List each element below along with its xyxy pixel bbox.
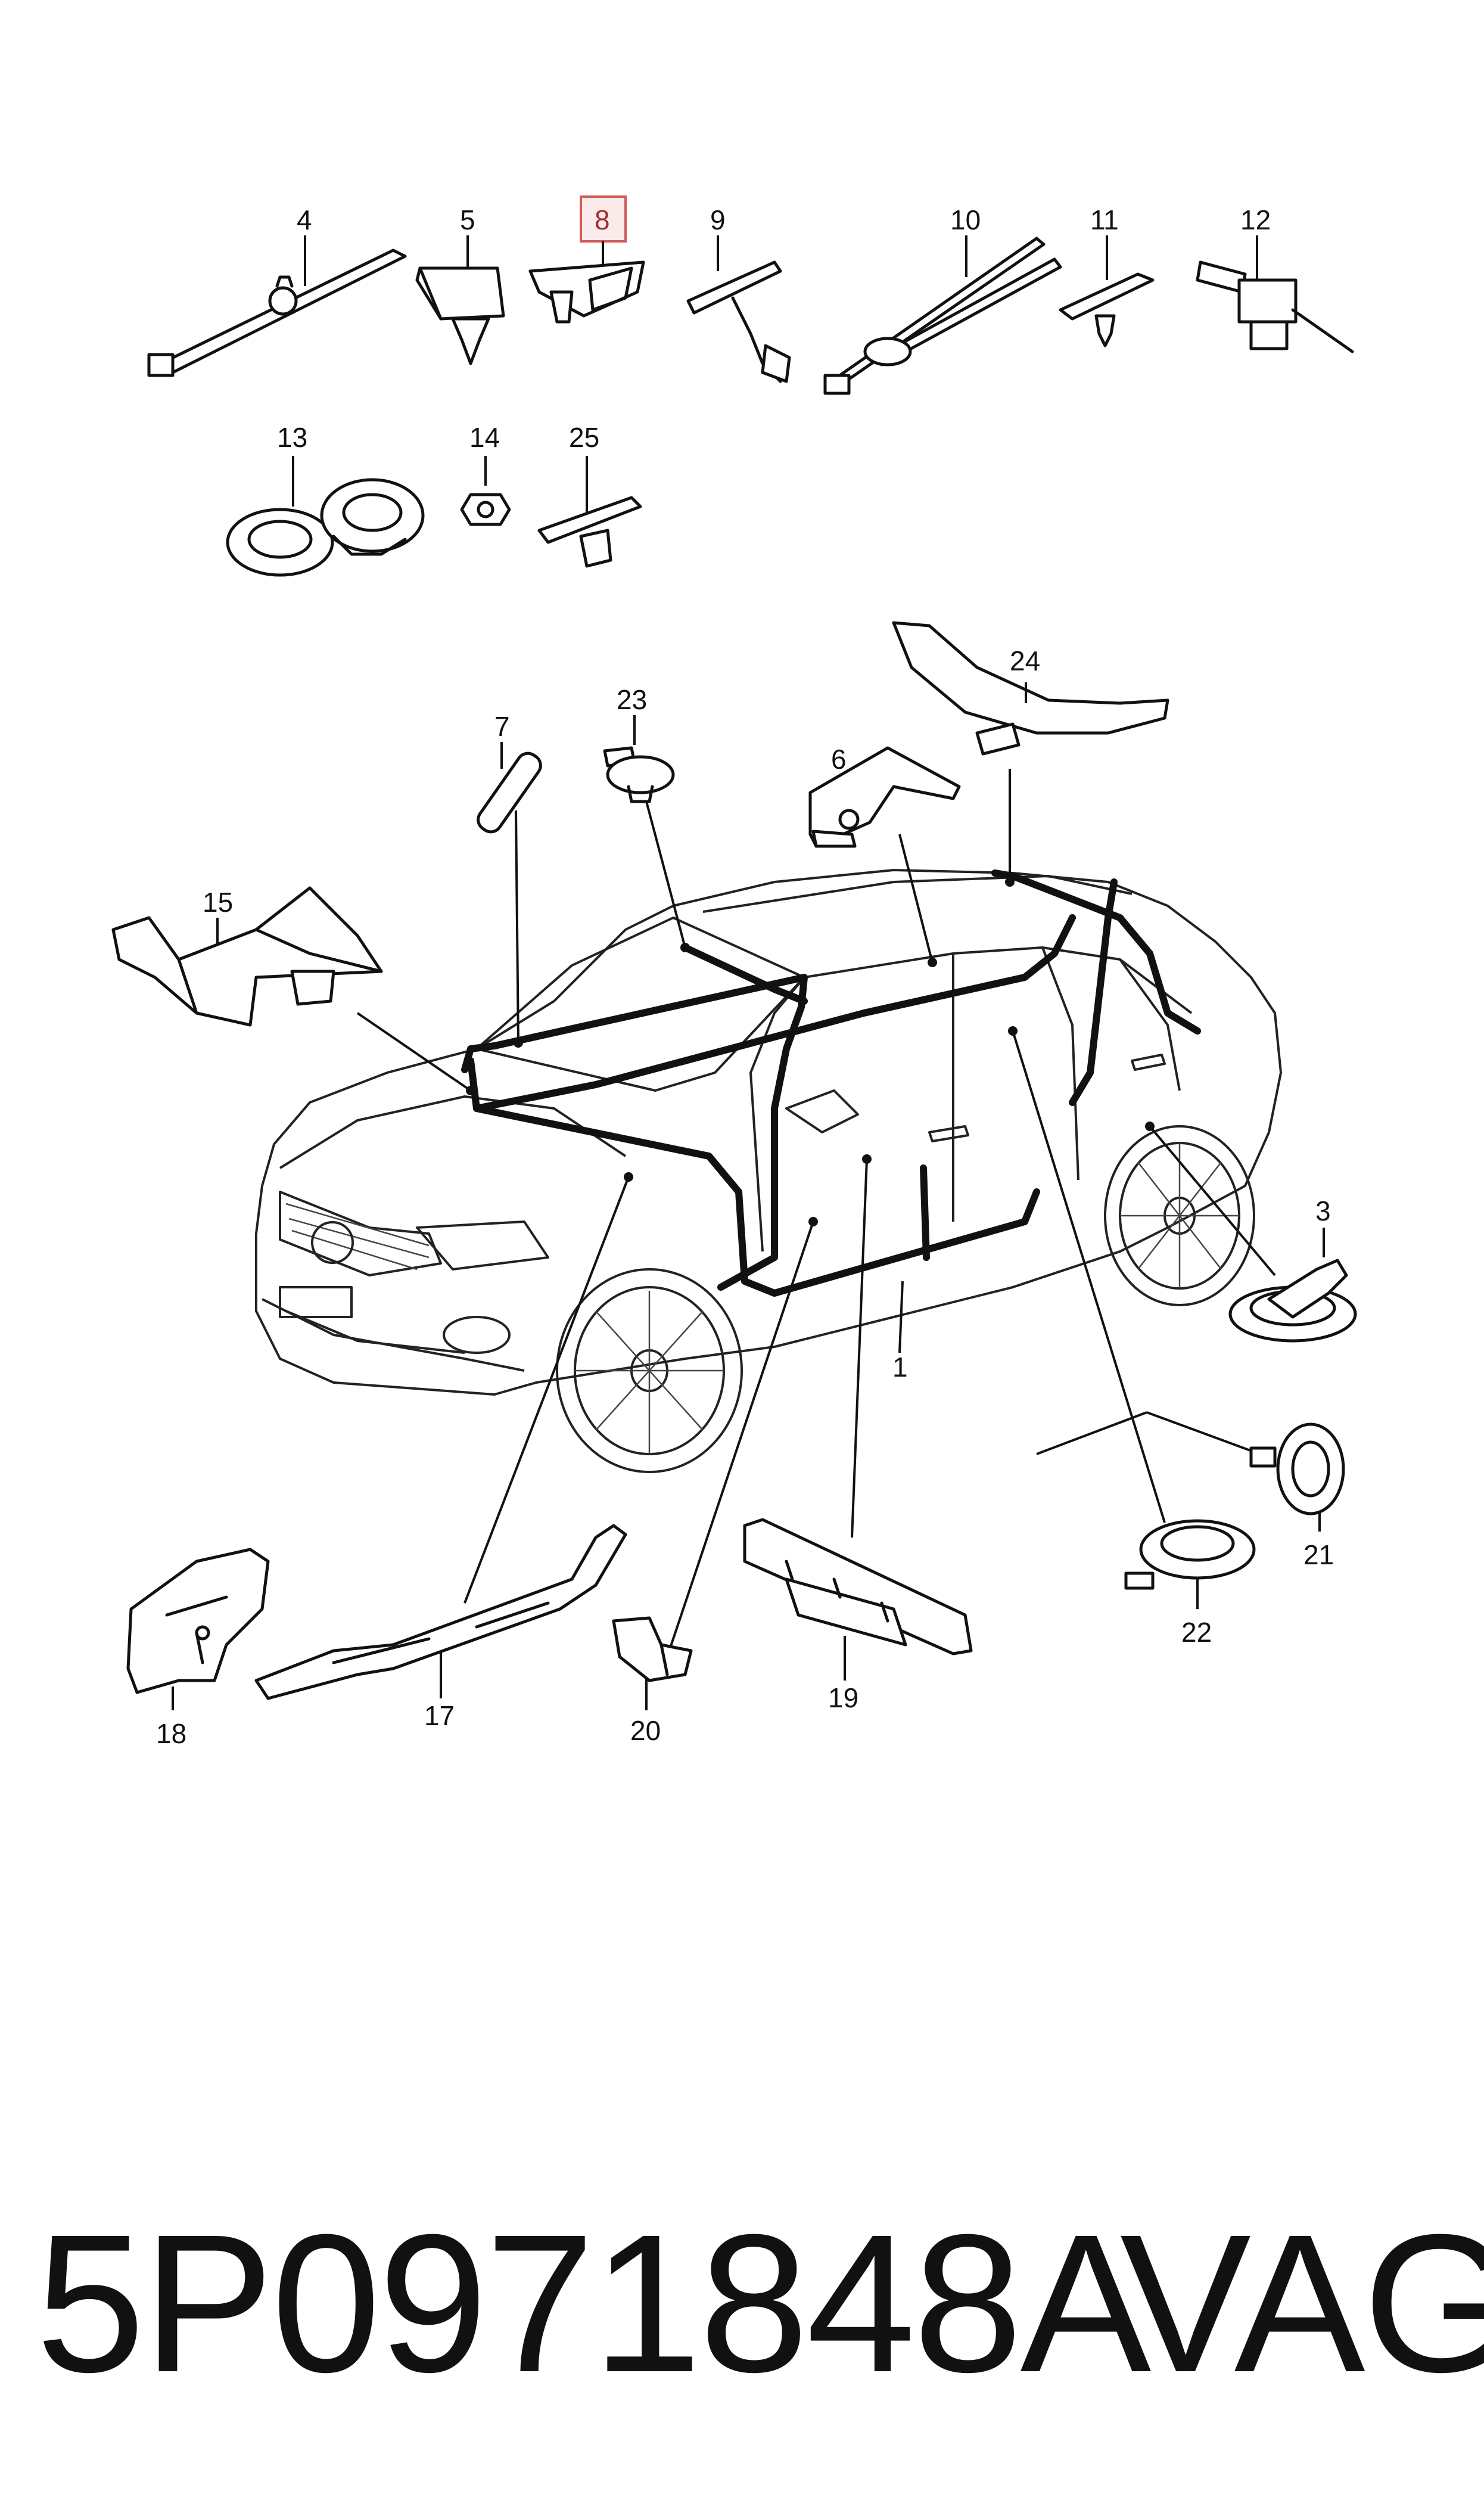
callout-3: 3 <box>1315 1195 1331 1226</box>
callout-15: 15 <box>203 887 233 918</box>
part-18-bracket <box>126 1548 270 1710</box>
callout-9: 9 <box>710 204 726 235</box>
part-7-sleeve <box>477 742 542 834</box>
callout-20: 20 <box>630 1715 661 1746</box>
callout-10: 10 <box>950 204 981 235</box>
part-17-trim-strip <box>254 1524 627 1700</box>
part-13-grommet-rings <box>226 456 425 577</box>
callout-23: 23 <box>617 684 647 715</box>
callout-6: 6 <box>831 744 847 775</box>
callout-18: 18 <box>156 1718 186 1749</box>
part-14-nut <box>460 456 511 526</box>
part-15-bracket <box>111 886 383 1027</box>
callout-21: 21 <box>1303 1539 1334 1570</box>
callout-24: 24 <box>1010 645 1040 676</box>
leader-dots <box>466 877 1155 1226</box>
callout-8-highlight <box>580 195 627 243</box>
callout-13: 13 <box>277 422 307 453</box>
callout-1: 1 <box>892 1352 908 1383</box>
callout-8: 8 <box>595 204 610 235</box>
part-11-clip <box>1059 235 1155 347</box>
part-24-roof-trim <box>892 621 1169 756</box>
part-19-cover <box>743 1518 973 1681</box>
part-25-clip <box>537 456 642 568</box>
part-10-cable-tie <box>823 235 1062 395</box>
part-21-grommet <box>1249 1422 1345 1532</box>
leader-lines <box>356 769 1276 1657</box>
part-12-holder <box>1196 235 1354 353</box>
callout-11: 11 <box>1090 204 1119 235</box>
callout-14: 14 <box>469 422 500 453</box>
part-23-clip <box>603 715 675 803</box>
part-9-holder <box>686 235 791 383</box>
callout-4: 4 <box>297 204 312 235</box>
part-22-grommet <box>1124 1519 1256 1609</box>
brand-name: VAG <box>1120 2193 1484 2413</box>
part-5-clip <box>415 235 505 365</box>
callout-7: 7 <box>494 711 510 742</box>
callout-17: 17 <box>424 1700 455 1731</box>
callout-19: 19 <box>828 1682 858 1713</box>
part-3-grommet <box>1228 1228 1357 1343</box>
part-4-cable-tie <box>147 235 407 377</box>
callout-25: 25 <box>569 422 599 453</box>
callout-22: 22 <box>1181 1617 1212 1648</box>
part-6-holder <box>808 746 961 848</box>
callout-12: 12 <box>1240 204 1271 235</box>
callout-5: 5 <box>460 204 475 235</box>
wiring-harness <box>461 869 1201 1297</box>
vehicle-outline <box>255 869 1282 1473</box>
part-20-clip <box>612 1616 693 1710</box>
part-8-clip <box>528 195 645 324</box>
part-number: 5P0971848A <box>36 2193 1151 2413</box>
